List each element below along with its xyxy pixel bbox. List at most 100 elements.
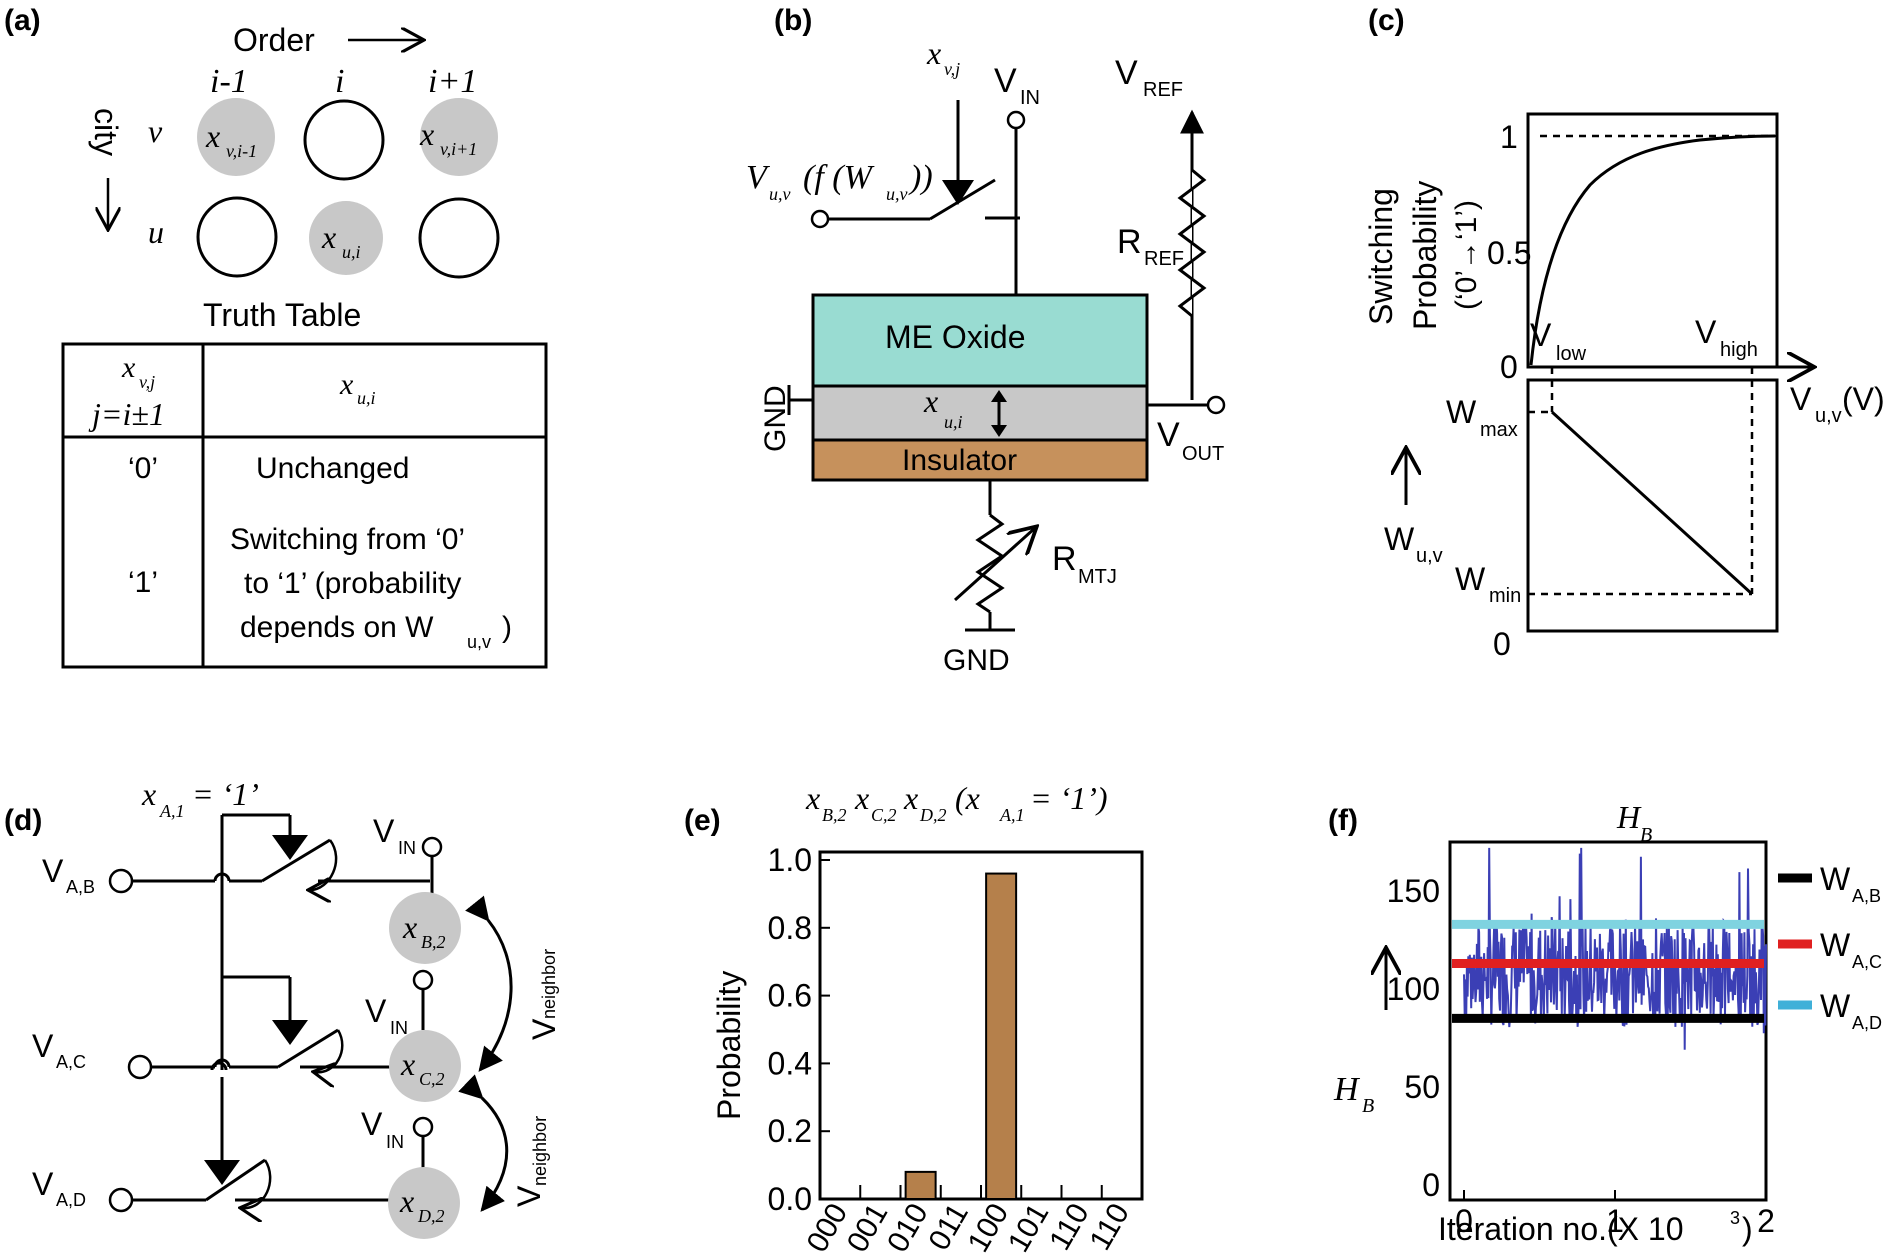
rref-label: R	[1117, 223, 1142, 261]
line-y-tick-label: 0	[1422, 1167, 1440, 1203]
panel-label-d: (d)	[4, 804, 42, 837]
svg-text:D,2: D,2	[919, 805, 947, 825]
svg-text:A,B: A,B	[66, 877, 95, 897]
bar-x-tick-label: 110	[1043, 1198, 1095, 1255]
ylabel-line1: Switching	[1363, 188, 1399, 325]
legend-label: W	[1820, 988, 1851, 1024]
svg-text:REF: REF	[1144, 248, 1184, 270]
bar-y-tick-label: 0.6	[768, 978, 812, 1014]
legend-label: W	[1820, 861, 1851, 897]
order-label: Order	[233, 22, 315, 58]
vin-c-label: V	[365, 993, 387, 1029]
svg-text:u,v: u,v	[1815, 405, 1842, 427]
ylabel-line2: Probability	[1407, 181, 1443, 330]
bar-chart-title: x B,2 x C,2 x D,2 (x A,1 = ‘1’)	[805, 780, 1108, 825]
svg-text:x: x	[854, 780, 869, 816]
panel-a: Order city i-1 i i+1 v u x v,i-1 x v,i+1…	[61, 22, 548, 669]
svg-text:high: high	[1720, 339, 1758, 361]
node-x-u-i	[309, 201, 383, 275]
bar-y-tick-label: 0.4	[768, 1045, 812, 1081]
panel-label-c: (c)	[1368, 4, 1405, 37]
vout-label: V	[1157, 416, 1180, 454]
prob-plot-box	[1526, 112, 1779, 369]
bar-ylabel: Probability	[711, 971, 747, 1120]
bar-y-tick-label: 0.2	[768, 1113, 812, 1149]
rmtj-resistor	[975, 513, 1005, 614]
svg-text:): )	[502, 611, 512, 644]
svg-text:x: x	[903, 780, 918, 816]
svg-text:x: x	[402, 909, 417, 945]
truth-table	[61, 342, 548, 669]
vin-c-terminal	[412, 969, 434, 991]
weight-line	[1550, 410, 1754, 596]
wmin-label: W	[1455, 561, 1486, 597]
svg-text:D,2: D,2	[417, 1206, 445, 1226]
vac-label: V	[32, 1028, 54, 1064]
switch-arrow-d	[204, 1160, 240, 1185]
bidirectional-arrow	[991, 390, 1007, 437]
panel-b: x v,j V IN V REF R REF V u,v (f (W u,v )…	[746, 35, 1226, 677]
switch-blade-b	[261, 838, 331, 883]
node-x-v-i+1	[420, 98, 498, 176]
wmax-label: W	[1446, 394, 1477, 430]
svg-text:A,1: A,1	[999, 805, 1025, 825]
free-layer	[811, 384, 1149, 442]
table-header-xui: x	[339, 368, 354, 401]
vab-label: V	[42, 853, 64, 889]
svg-text:)): ))	[908, 159, 933, 196]
ylabel-line3: (‘0’→‘1’)	[1450, 200, 1483, 310]
node-label: x	[419, 116, 434, 152]
vuv-label: V	[746, 159, 771, 196]
switch-arrow-b	[272, 835, 308, 860]
row-label-u: u	[148, 214, 164, 250]
row1-input: ‘1’	[128, 566, 158, 599]
node-xc2	[389, 1030, 461, 1102]
svg-text:REF: REF	[1143, 79, 1183, 101]
col-label-i+1: i+1	[428, 63, 477, 100]
row1-output-line2: to ‘1’ (probability	[244, 567, 461, 600]
svg-text:x: x	[400, 1046, 415, 1082]
svg-text:B,2: B,2	[421, 932, 446, 952]
line-y-tick-label: 50	[1404, 1069, 1440, 1105]
svg-text:(x: (x	[955, 780, 980, 816]
bar-y-ticks: 0.00.20.40.60.81.0	[768, 842, 830, 1217]
vin-label: V	[994, 62, 1017, 100]
col-label-i: i	[335, 63, 344, 100]
table-header-j: j=i±1	[88, 396, 165, 432]
svg-text:OUT: OUT	[1182, 443, 1224, 465]
svg-text:3: 3	[1730, 1208, 1740, 1228]
bar-x-tick-label: 011	[922, 1198, 974, 1255]
row0-output: Unchanged	[256, 452, 409, 485]
y-tick-05: 0.5	[1487, 235, 1531, 271]
gnd-bottom-label: GND	[943, 644, 1010, 677]
me-oxide-layer	[811, 293, 1149, 388]
svg-text:u,v: u,v	[769, 184, 791, 204]
table-header-xvj: x	[121, 351, 136, 384]
bar-x-tick-label: 010	[881, 1198, 935, 1255]
node-x-v-i-1	[197, 98, 275, 176]
xui-label: x	[923, 383, 938, 419]
svg-text:v,j: v,j	[139, 372, 155, 392]
bar-x-tick-label: 110	[1083, 1198, 1135, 1255]
node-sub: v,i-1	[226, 141, 257, 161]
line-xlabel: Iteration no.(X 10	[1438, 1211, 1683, 1247]
svg-text:IN: IN	[398, 838, 416, 858]
row1-output-line1: Switching from ‘0’	[230, 523, 465, 556]
switch-blade	[929, 178, 996, 221]
gnd-side-label: GND	[759, 385, 792, 452]
svg-text:u,v: u,v	[886, 184, 908, 204]
neighbor-arrow-1	[465, 895, 513, 1072]
svg-text:B: B	[1362, 1095, 1374, 1117]
rmtj-label: R	[1052, 540, 1077, 578]
bar-x-tick-label: 100	[962, 1198, 1016, 1255]
vad-label: V	[32, 1166, 54, 1202]
row0-input: ‘0’	[128, 452, 158, 485]
panel-label-b: (b)	[774, 4, 812, 37]
insulator-layer	[811, 438, 1149, 482]
bar-series	[904, 872, 1018, 1201]
wuv-label: W	[1384, 521, 1415, 557]
node-label: x	[321, 219, 336, 255]
xvj-label: x	[926, 35, 941, 71]
